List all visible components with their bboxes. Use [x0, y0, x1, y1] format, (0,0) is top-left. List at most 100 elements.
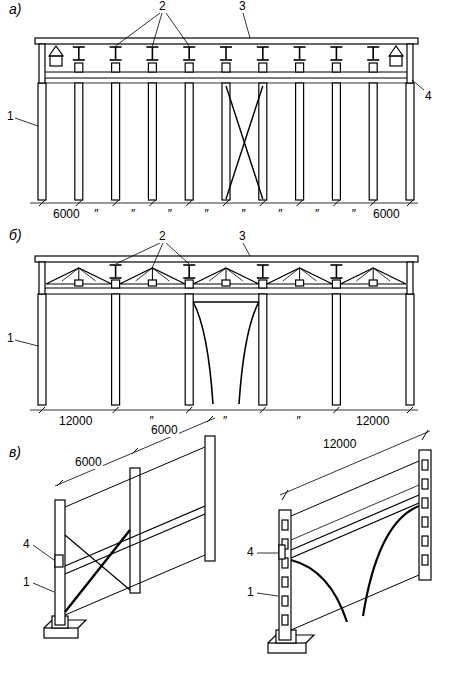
column	[332, 83, 340, 200]
cross-brace	[226, 86, 263, 199]
leader-line	[166, 13, 189, 46]
dimension-tick	[422, 430, 428, 440]
lattice-opening	[282, 520, 288, 530]
column-upper	[39, 44, 45, 83]
column	[38, 83, 46, 200]
roof-beam-section	[110, 277, 122, 279]
sub-truss	[152, 268, 169, 281]
callout-number: ″	[222, 415, 228, 428]
callout-number: ″	[93, 208, 99, 221]
lattice-opening	[422, 536, 428, 546]
roof-beam-section	[372, 47, 374, 60]
dimension-tick	[333, 200, 339, 206]
dimension-line	[55, 418, 215, 486]
column-upper	[407, 44, 413, 83]
crane-beam	[65, 514, 205, 574]
column-head	[259, 63, 267, 72]
leader-line	[412, 80, 424, 90]
truss-support	[50, 56, 62, 66]
column-head	[332, 63, 340, 72]
roof-beam-section	[262, 265, 264, 278]
column	[148, 83, 156, 200]
truss-end	[389, 46, 403, 56]
column	[112, 294, 120, 405]
callout-number: 2	[158, 0, 167, 13]
roof-beam-section	[110, 59, 122, 61]
crane-console	[279, 545, 285, 559]
callout-number: ″	[204, 208, 210, 221]
dimension-label: 6000	[372, 208, 401, 221]
lattice-opening	[422, 555, 428, 565]
dimension-label: 12000	[322, 438, 357, 451]
lattice-opening	[422, 498, 428, 508]
lattice-opening	[422, 517, 428, 527]
dimension-tick	[207, 416, 213, 422]
roof-beam-section	[225, 47, 227, 60]
dimension-label: 6000	[150, 424, 179, 437]
column-head	[75, 63, 83, 72]
dimension-tick	[113, 407, 119, 413]
lattice-column	[279, 510, 291, 640]
crane-beam	[42, 287, 410, 288]
roof-beam-section	[220, 59, 232, 61]
dimension-label: 12000	[355, 415, 390, 428]
column	[75, 83, 83, 200]
leader-line	[152, 243, 163, 268]
cross-brace	[65, 530, 130, 612]
roof-beam-section	[115, 265, 117, 278]
dimension-tick	[39, 407, 45, 413]
leader-line	[243, 243, 250, 256]
dimension-line	[30, 203, 418, 204]
column-upper	[39, 262, 45, 294]
roof-beam-section	[330, 277, 342, 279]
lattice-opening	[422, 460, 428, 470]
column-head	[369, 63, 377, 72]
cross-brace	[65, 535, 130, 590]
roof-beam-section	[188, 47, 190, 60]
callout-number: 3	[238, 230, 247, 243]
truss-support	[390, 56, 402, 66]
column	[205, 436, 215, 561]
roof-beam-section	[262, 47, 264, 60]
column-head	[259, 280, 267, 288]
column-upper	[407, 262, 413, 294]
column	[130, 468, 140, 593]
leader-line	[152, 13, 162, 46]
portal-brace	[239, 302, 259, 404]
roof-beam-section	[336, 265, 338, 278]
sub-truss	[226, 268, 243, 281]
column	[185, 294, 193, 405]
column	[406, 294, 414, 405]
roof-beam-section	[183, 277, 195, 279]
roof-slab	[35, 38, 418, 44]
column-head	[112, 280, 120, 288]
callout-number: ″	[240, 208, 246, 221]
column-head	[148, 63, 156, 72]
roof-beam-section	[73, 59, 85, 61]
callout-number: 1	[6, 110, 15, 123]
column	[38, 294, 46, 405]
callout-number: 4	[424, 90, 433, 103]
column	[259, 294, 267, 405]
lattice-opening	[282, 615, 288, 625]
dimension-tick	[407, 200, 413, 206]
callout-number: 1	[6, 332, 15, 345]
leader-line	[257, 553, 278, 554]
roof-beam-section	[299, 47, 301, 60]
figure-letter: а)	[8, 2, 22, 17]
portal-brace	[193, 302, 213, 404]
crane-beam	[291, 495, 419, 550]
column	[296, 83, 304, 200]
callout-number: ″	[277, 208, 283, 221]
strut	[291, 575, 419, 630]
leader-line	[116, 13, 160, 46]
dimension-tick	[149, 200, 155, 206]
roof-beam-support	[222, 280, 230, 286]
column-head	[185, 63, 193, 72]
callout-number: ″	[351, 208, 357, 221]
roof-beam-section	[330, 59, 342, 61]
dimension-tick	[113, 200, 119, 206]
dimension-tick	[57, 480, 63, 486]
portal-brace	[363, 506, 419, 616]
roof-beam-section	[183, 59, 195, 61]
